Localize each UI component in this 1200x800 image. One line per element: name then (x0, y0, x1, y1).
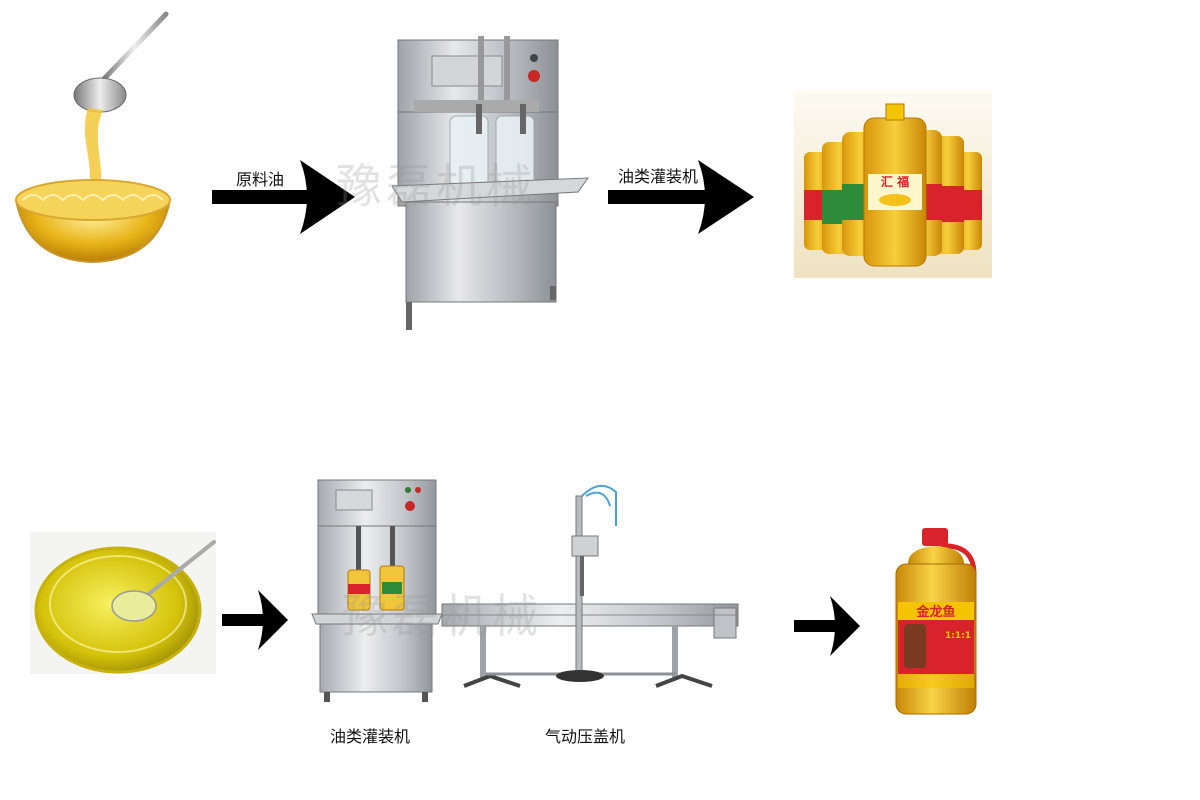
capper-label: 气动压盖机 (545, 727, 626, 746)
brand-mark-huifu: 汇 福 (881, 174, 909, 189)
arrow-right-icon (212, 160, 355, 234)
oil-bottle-final-icon: 金龙鱼 1:1:1 (895, 528, 977, 715)
arrow-right-icon (608, 160, 754, 234)
arrow-right-icon (222, 590, 288, 650)
final-bottle-tag: 1:1:1 (945, 631, 971, 641)
conveyor-capper-icon (311, 479, 739, 702)
oil-bowl-spoon-icon (14, 11, 172, 264)
arrow-right-icon (794, 596, 860, 656)
oil-bottles-icon: 汇 福 (794, 90, 992, 278)
oil-bowl-spoon-icon (30, 532, 216, 674)
step-label-raw-oil: 原料油 (236, 170, 285, 189)
final-bottle-brand: 金龙鱼 (915, 604, 955, 620)
filling-machine-icon (392, 36, 590, 330)
step-label-filling-machine: 油类灌装机 (618, 167, 699, 186)
filler-label: 油类灌装机 (330, 727, 411, 746)
